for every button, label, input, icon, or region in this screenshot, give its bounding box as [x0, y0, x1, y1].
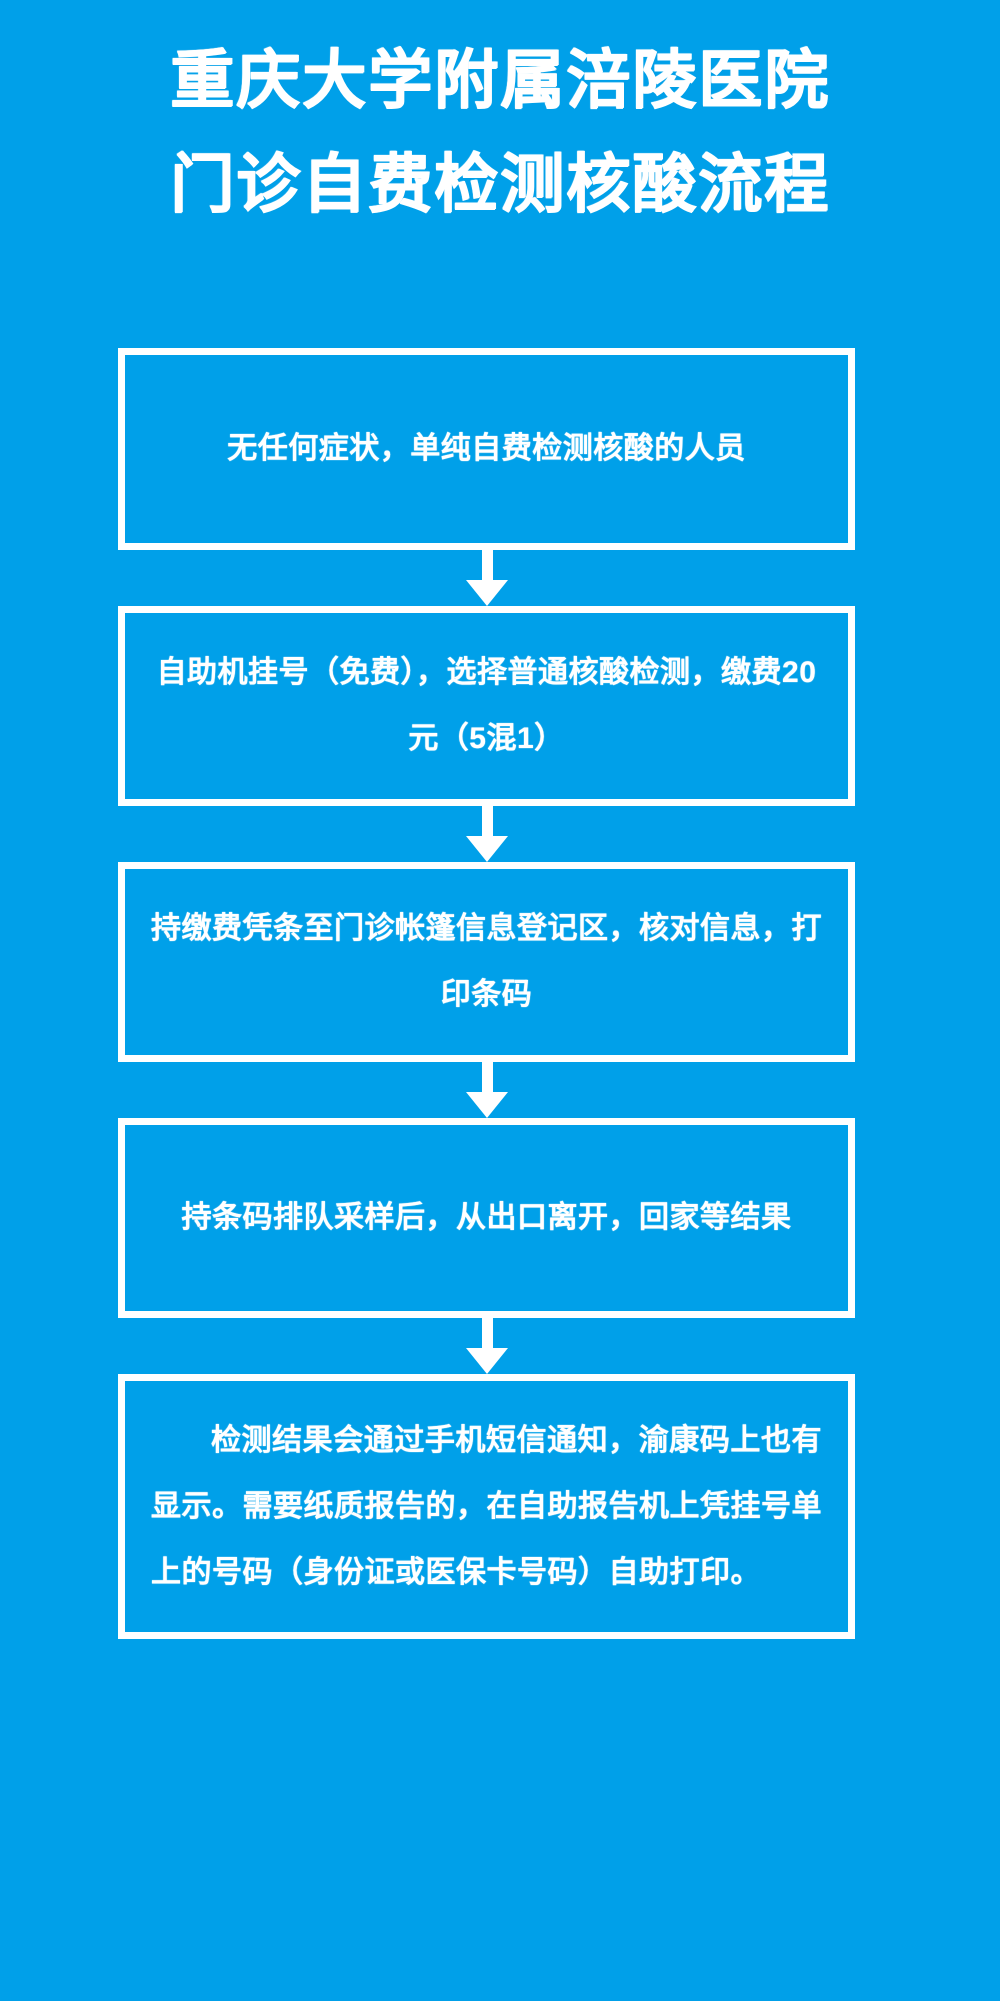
flow-step-1-label: 无任何症状，单纯自费检测核酸的人员 [227, 432, 746, 465]
flow-step-4-label: 持条码排队采样后，从出口离开，回家等结果 [181, 1201, 792, 1234]
title-line-process: 门诊自费检测核酸流程 [170, 148, 830, 220]
arrow-head [465, 1348, 508, 1374]
flow-step-5: 检测结果会通过手机短信通知，渝康码上也有显示。需要纸质报告的，在自助报告机上凭挂… [118, 1374, 855, 1639]
flow-step-4: 持条码排队采样后，从出口离开，回家等结果 [118, 1118, 855, 1318]
arrow-down-icon-4 [118, 1318, 855, 1374]
poster-title: 重庆大学附属涪陵医院 门诊自费检测核酸流程 [0, 36, 1000, 228]
arrow-shaft [481, 550, 493, 584]
arrow-head [465, 836, 508, 862]
flow-step-5-label: 检测结果会通过手机短信通知，渝康码上也有显示。需要纸质报告的，在自助报告机上凭挂… [151, 1423, 822, 1589]
flow-step-2: 自助机挂号（免费），选择普通核酸检测，缴费20元（5混1） [118, 606, 855, 806]
flow-step-1: 无任何症状，单纯自费检测核酸的人员 [118, 348, 855, 550]
flowchart: 无任何症状，单纯自费检测核酸的人员 自助机挂号（免费），选择普通核酸检测，缴费2… [118, 348, 855, 1639]
arrow-head [465, 580, 508, 606]
flow-step-3-label: 持缴费凭条至门诊帐篷信息登记区，核对信息，打印条码 [151, 912, 822, 1011]
arrow-shaft [481, 806, 493, 840]
arrow-shaft [481, 1318, 493, 1352]
arrow-down-icon-3 [118, 1062, 855, 1118]
flow-step-2-label: 自助机挂号（免费），选择普通核酸检测，缴费20元（5混1） [156, 656, 817, 755]
flow-step-3: 持缴费凭条至门诊帐篷信息登记区，核对信息，打印条码 [118, 862, 855, 1062]
arrow-down-icon-1 [118, 550, 855, 606]
arrow-down-icon-2 [118, 806, 855, 862]
arrow-head [465, 1092, 508, 1118]
arrow-shaft [481, 1062, 493, 1096]
title-line-hospital: 重庆大学附属涪陵医院 [170, 44, 830, 116]
